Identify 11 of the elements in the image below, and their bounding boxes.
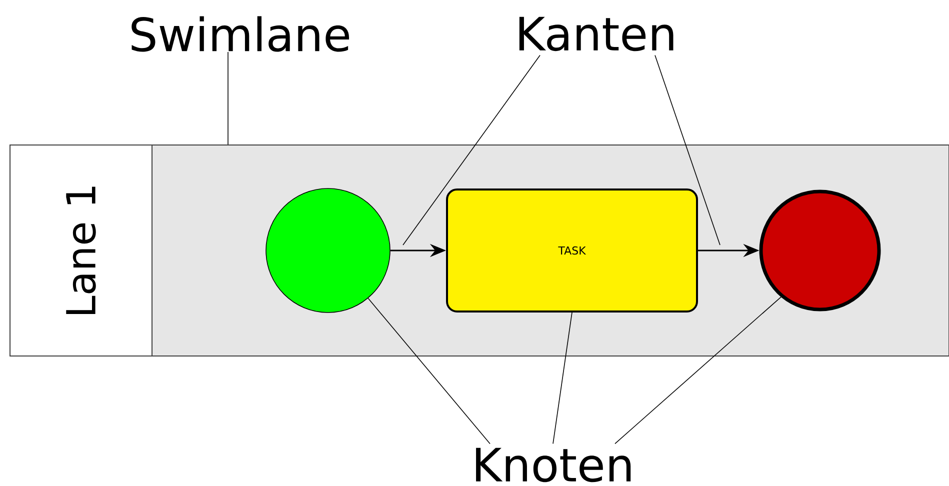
leader-line <box>654 54 720 246</box>
leader-line <box>368 298 490 444</box>
callout-label: Kanten <box>519 16 674 52</box>
end-circle <box>759 190 881 312</box>
start-circle <box>266 188 390 313</box>
leader-line <box>614 296 782 444</box>
callout-label: Swimlane <box>132 16 350 52</box>
task-box: TASK <box>446 188 698 312</box>
leader-line <box>402 54 540 246</box>
leader-line <box>552 312 572 444</box>
callout-label: Knoten <box>476 448 631 482</box>
